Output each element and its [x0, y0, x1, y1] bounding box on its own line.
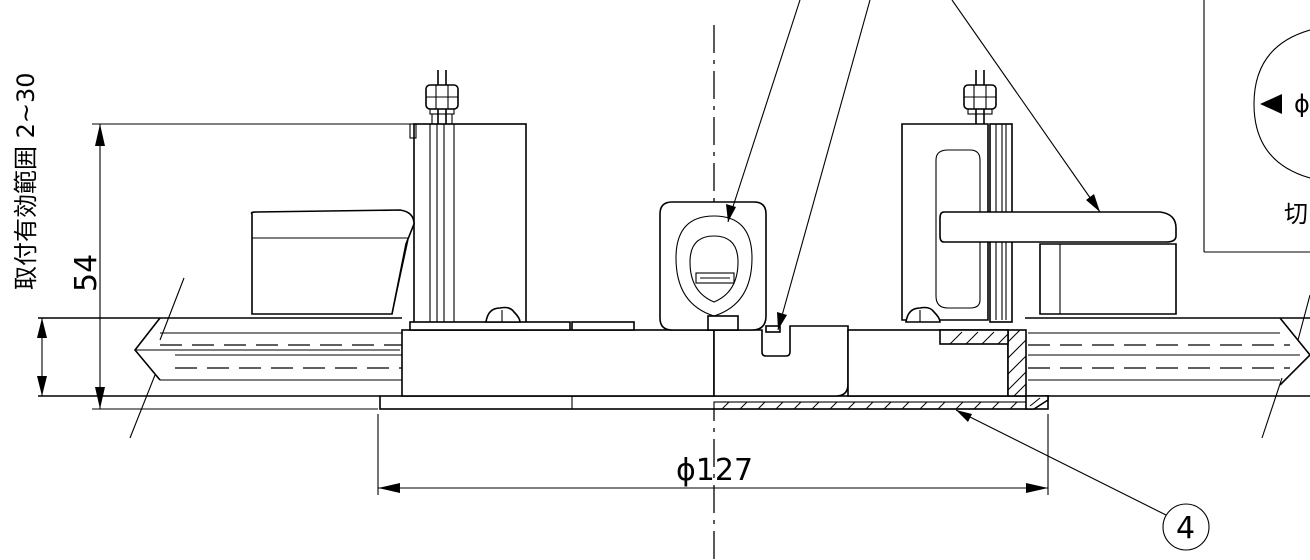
left-bolt: [425, 70, 459, 124]
callout-4-number: 4: [1176, 511, 1195, 546]
diameter-dimension: [377, 414, 1049, 495]
detail-dim-label: ϕ: [1294, 90, 1310, 118]
left-clamp: [250, 123, 635, 331]
mounting-range-dimension: [37, 318, 47, 396]
leader-lines-top: [726, 0, 1101, 331]
right-bolt: [963, 70, 997, 124]
main-body: [401, 325, 1049, 410]
height-dim-label: 54: [69, 254, 104, 292]
callout-4-leader: [955, 409, 1167, 516]
ceiling-panel-right: [1025, 294, 1310, 439]
callout-4-circle: [1162, 503, 1210, 551]
right-clamp: [901, 123, 1177, 323]
height-dimension: [92, 123, 410, 410]
center-clip: [659, 201, 781, 333]
ceiling-panel-left: [38, 277, 402, 439]
mounting-range-label: 取付有効範囲 2~30: [12, 72, 40, 290]
diameter-dim-label: ϕ127: [676, 453, 753, 488]
detail-text: 切: [1284, 200, 1308, 228]
detail-inset: [1203, 0, 1310, 253]
